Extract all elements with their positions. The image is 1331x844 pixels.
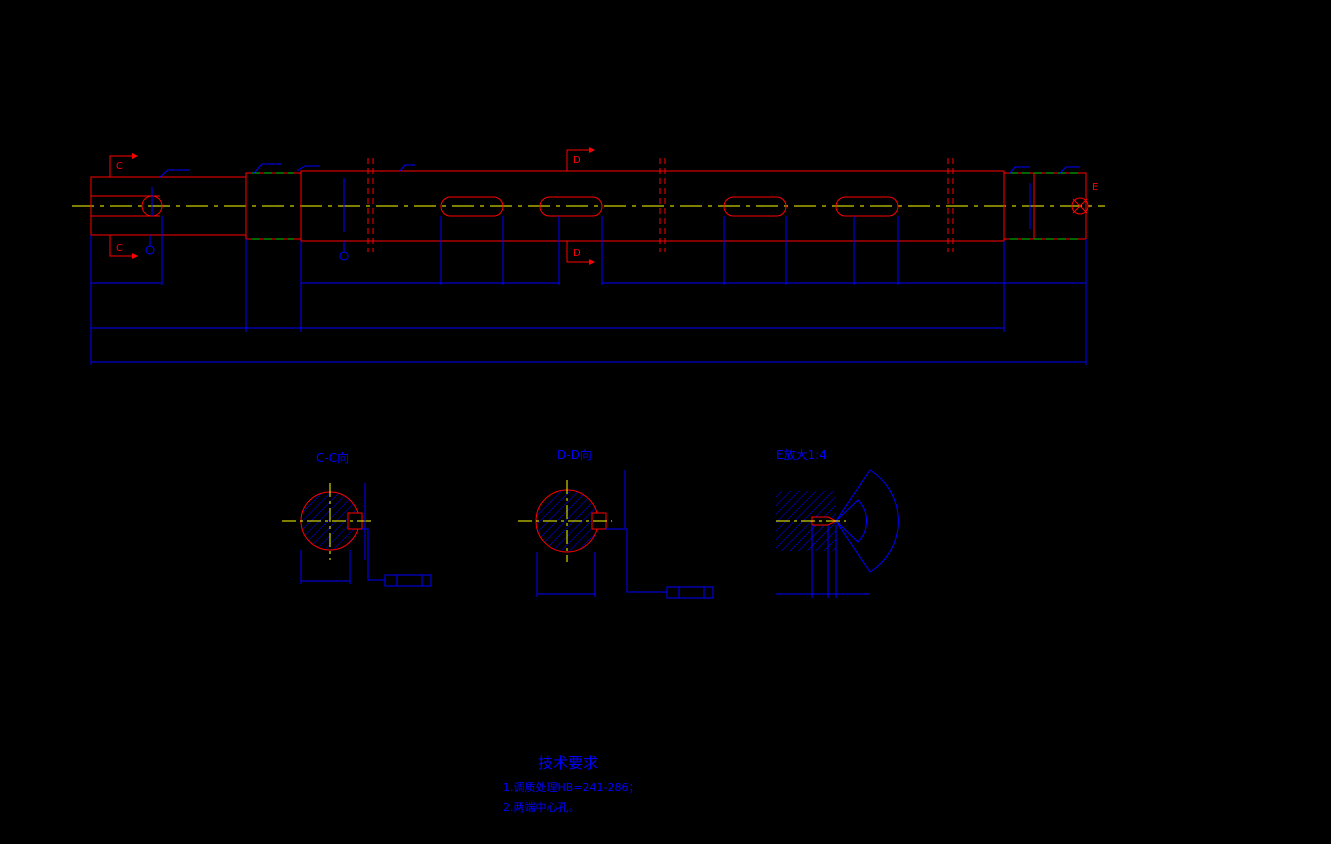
e-detail-title: E放大1:4 <box>776 447 827 462</box>
shaft-outline <box>90 170 1087 242</box>
c-section-dims <box>300 483 432 587</box>
shaft-main-view: C C D D E <box>72 147 1105 365</box>
requirement-item-2: 2.两端中心孔。 <box>503 801 580 814</box>
section-arrowheads <box>132 147 595 265</box>
section-arrows <box>109 149 589 263</box>
e-detail-dims <box>776 469 899 598</box>
section-label-d-top: D <box>573 155 581 166</box>
section-label-d-bottom: D <box>573 248 581 259</box>
chamfer-marks <box>252 172 1080 240</box>
e-detail-hole <box>811 516 838 526</box>
section-label-e: E <box>1092 182 1098 193</box>
requirement-item-1: 1.调质处理HB=241-286； <box>503 781 640 794</box>
d-section-title: D-D向 <box>557 447 592 462</box>
center-hole-e <box>1071 197 1089 215</box>
datum-symbols <box>145 178 1031 261</box>
section-label-c-top: C <box>116 161 123 172</box>
section-label-c-bottom: C <box>116 243 123 254</box>
requirements-title: 技术要求 <box>538 754 598 772</box>
d-section-view: D-D向 <box>518 447 714 599</box>
c-section-view: C-C向 <box>282 450 432 587</box>
break-marks <box>367 158 954 252</box>
dimension-lines <box>90 216 1087 365</box>
technical-requirements: 技术要求 1.调质处理HB=241-286； 2.两端中心孔。 <box>503 754 640 814</box>
callout-leaders <box>159 163 1080 178</box>
e-detail-view: E放大1:4 <box>776 447 899 598</box>
c-section-title: C-C向 <box>316 450 349 465</box>
d-section-dims <box>536 470 714 599</box>
